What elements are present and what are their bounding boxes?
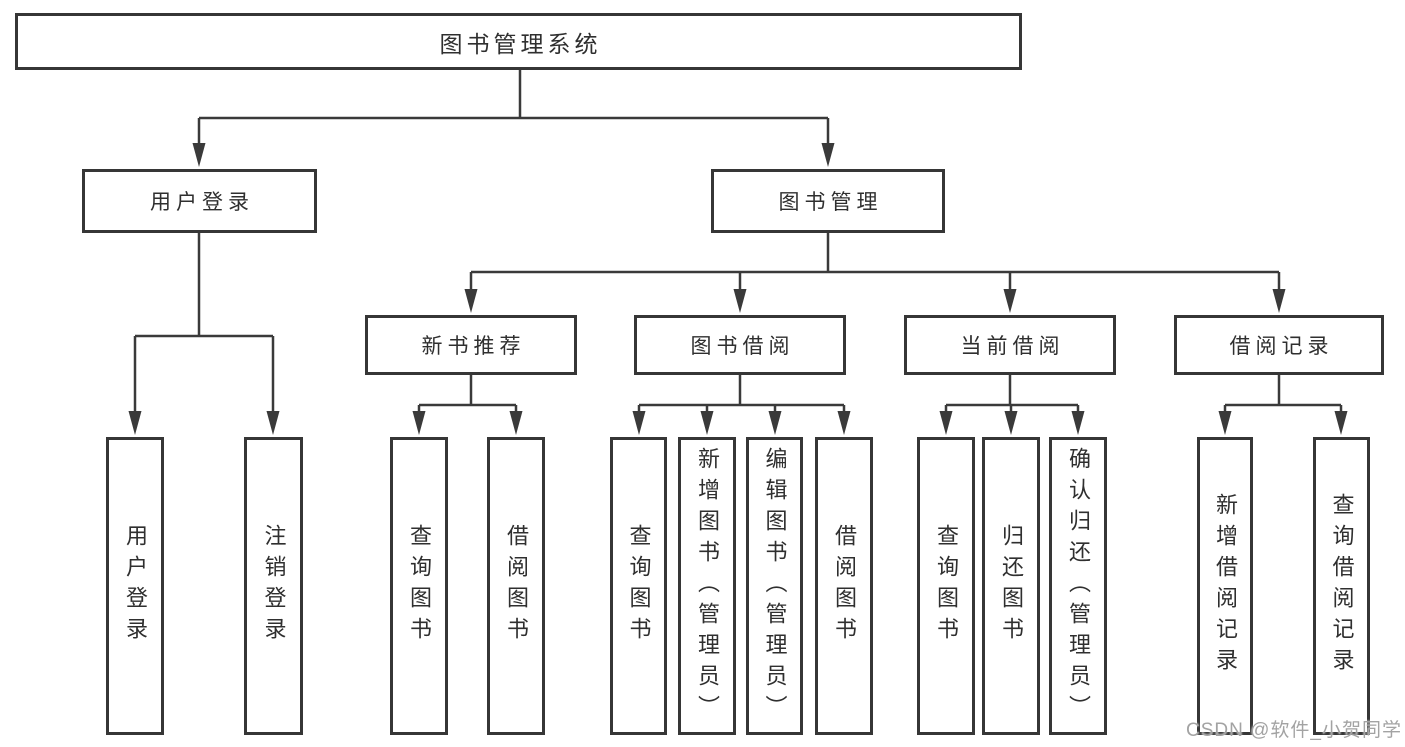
leaf-label: 查询借阅记录	[1329, 493, 1355, 679]
leaf-query-books-recommend: 查询图书	[390, 437, 448, 735]
arrowhead	[266, 411, 280, 435]
node-current-borrow: 当前借阅	[904, 315, 1116, 375]
arrowhead	[509, 411, 523, 435]
leaf-label: 查询图书	[626, 524, 652, 648]
arrowhead	[1003, 289, 1017, 313]
leaf-add-borrow-record: 新增借阅记录	[1197, 437, 1253, 735]
leaf-label: 确认归还（管理员）	[1066, 446, 1091, 726]
connector-root	[197, 70, 830, 144]
arrowhead	[192, 143, 206, 167]
csdn-watermark: CSDN @软件_小贺同学	[1186, 720, 1402, 741]
arrowhead	[1218, 411, 1232, 435]
arrowhead	[700, 411, 714, 435]
node-new-book-recommend: 新书推荐	[365, 315, 577, 375]
arrowhead	[837, 411, 851, 435]
leaf-confirm-return-admin: 确认归还（管理员）	[1049, 437, 1107, 735]
node-user-login: 用户登录	[82, 169, 317, 233]
arrowhead	[128, 411, 142, 435]
connector-user-login	[133, 233, 275, 412]
connector-new-book-recommend	[417, 375, 518, 412]
node-borrow-records: 借阅记录	[1174, 315, 1384, 375]
leaf-return-books: 归还图书	[982, 437, 1040, 735]
leaf-label: 用户登录	[123, 524, 148, 648]
connector-book-borrow	[637, 375, 846, 412]
connector-borrow-records	[1223, 375, 1343, 412]
leaf-query-borrow-record: 查询借阅记录	[1313, 437, 1370, 735]
arrowhead	[632, 411, 646, 435]
arrowhead	[1272, 289, 1286, 313]
leaf-query-books-borrow: 查询图书	[610, 437, 667, 735]
arrowhead	[768, 411, 782, 435]
leaf-borrow-books-recommend: 借阅图书	[487, 437, 545, 735]
leaf-label: 归还图书	[999, 524, 1024, 648]
arrowhead	[464, 289, 478, 313]
arrowhead	[939, 411, 953, 435]
arrowhead	[1071, 411, 1085, 435]
arrowhead	[412, 411, 426, 435]
arrowhead	[733, 289, 747, 313]
leaf-add-books-admin: 新增图书（管理员）	[678, 437, 736, 735]
leaf-edit-books-admin: 编辑图书（管理员）	[746, 437, 803, 735]
leaf-label: 查询图书	[934, 524, 959, 648]
leaf-label: 注销登录	[261, 524, 287, 648]
leaf-label: 借阅图书	[832, 524, 857, 648]
leaf-label: 编辑图书（管理员）	[762, 446, 788, 726]
node-book-borrow: 图书借阅	[634, 315, 846, 375]
leaf-user-login: 用户登录	[106, 437, 164, 735]
connector-current-borrow	[944, 375, 1080, 412]
connector-book-management	[469, 233, 1281, 290]
leaf-label: 新增图书（管理员）	[695, 446, 720, 726]
leaf-label: 查询图书	[407, 524, 432, 648]
arrowhead	[1334, 411, 1348, 435]
arrowhead	[821, 143, 835, 167]
leaf-label: 借阅图书	[504, 524, 529, 648]
leaf-logout: 注销登录	[244, 437, 303, 735]
leaf-query-books-current: 查询图书	[917, 437, 975, 735]
node-book-management: 图书管理	[711, 169, 945, 233]
leaf-label: 新增借阅记录	[1213, 493, 1238, 679]
arrowhead	[1004, 411, 1018, 435]
node-library-management-system: 图书管理系统	[15, 13, 1022, 70]
leaf-borrow-books: 借阅图书	[815, 437, 873, 735]
